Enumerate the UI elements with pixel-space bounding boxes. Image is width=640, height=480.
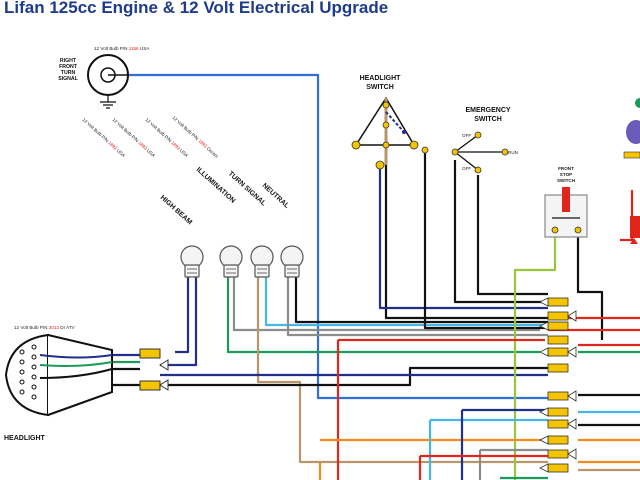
wire-ts-tan: [256, 277, 548, 464]
emergency-switch: EMERGENCY SWITCH OFF OFF RUN: [451, 107, 518, 174]
wire-fs-black: [576, 230, 604, 340]
headlight-switch: HEADLIGHT SWITCH: [351, 75, 429, 170]
wire-ts-lightblue: [264, 277, 548, 327]
emergency-switch-label-1: EMERGENCY: [465, 107, 510, 114]
wire-hb-navy: [160, 277, 198, 367]
headlight-connector: [139, 348, 169, 391]
neutral-label: NEUTRAL: [261, 182, 291, 210]
right-edge-components: [623, 98, 640, 244]
high-beam-bulb: [180, 245, 204, 278]
wire-fs-lime: [513, 230, 557, 480]
wire-hs-black2: [423, 150, 548, 330]
front-stop-label-3: SWITCH: [557, 178, 576, 183]
wire-es-black2: [476, 175, 548, 296]
front-stop-label-1: FRONT: [558, 166, 574, 171]
neu-bulb-note: 12 Volt Bulb P/N 1893 Osram: [171, 115, 219, 159]
rft-label-3: TURN: [61, 70, 76, 76]
wire-hb-navy2: [175, 277, 190, 354]
rft-label-1: RIGHT: [60, 58, 77, 64]
connector-blocks: [539, 297, 577, 473]
bulb-notes-rotated: 12 Volt Bulb P/N 1893 USA 12 Volt Bulb P…: [81, 115, 290, 226]
front-stop-switch: FRONT STOP SWITCH: [544, 166, 588, 238]
emergency-off-label-1: OFF: [462, 133, 471, 138]
headlight-switch-label-2: SWITCH: [366, 84, 394, 91]
rft-label-2: FRONT: [59, 64, 78, 70]
wires: [112, 73, 640, 480]
wire-neu-black: [294, 277, 548, 324]
headlight-switch-label-1: HEADLIGHT: [360, 75, 402, 82]
emergency-off-label-2: OFF: [462, 166, 471, 171]
wire-hs-navy: [378, 165, 548, 310]
front-stop-label-2: STOP: [560, 172, 572, 177]
illumination-bulb: [219, 245, 243, 278]
wire-bus-black: [140, 366, 548, 387]
wire-red-6: [620, 190, 634, 242]
page-title: Lifan 125cc Engine & 12 Volt Electrical …: [4, 0, 389, 17]
neutral-bulb: [280, 245, 304, 278]
headlight-label: HEADLIGHT: [4, 435, 46, 442]
turn-signal-bulb: [250, 245, 274, 278]
hl-bulb-note: 12 Volt Bulb P/N 2013 Dr ATV: [14, 325, 76, 330]
emergency-run-label: RUN: [508, 150, 518, 155]
right-front-turn-signal: RIGHT FRONT TURN SIGNAL 12 Volt Bulb P/N…: [58, 46, 150, 109]
wire-neu-gray: [286, 277, 548, 337]
wire-es-black: [453, 160, 548, 304]
wire-ill-gray: [232, 277, 540, 332]
indicator-bulbs: [180, 245, 304, 278]
emergency-switch-label-2: SWITCH: [474, 116, 502, 123]
wire-hs-black1: [384, 125, 548, 320]
high-beam-label: HIGH BEAM: [159, 194, 194, 226]
headlight: 12 Volt Bulb P/N 2013 Dr ATV HEADLIGHT: [4, 325, 113, 442]
rft-label-4: SIGNAL: [58, 76, 78, 82]
rft-bulb-note: 12 Volt Bulb P/N 1156 USA: [94, 46, 150, 51]
wire-ill-green: [226, 277, 540, 354]
wire-rft-blue: [128, 73, 548, 400]
